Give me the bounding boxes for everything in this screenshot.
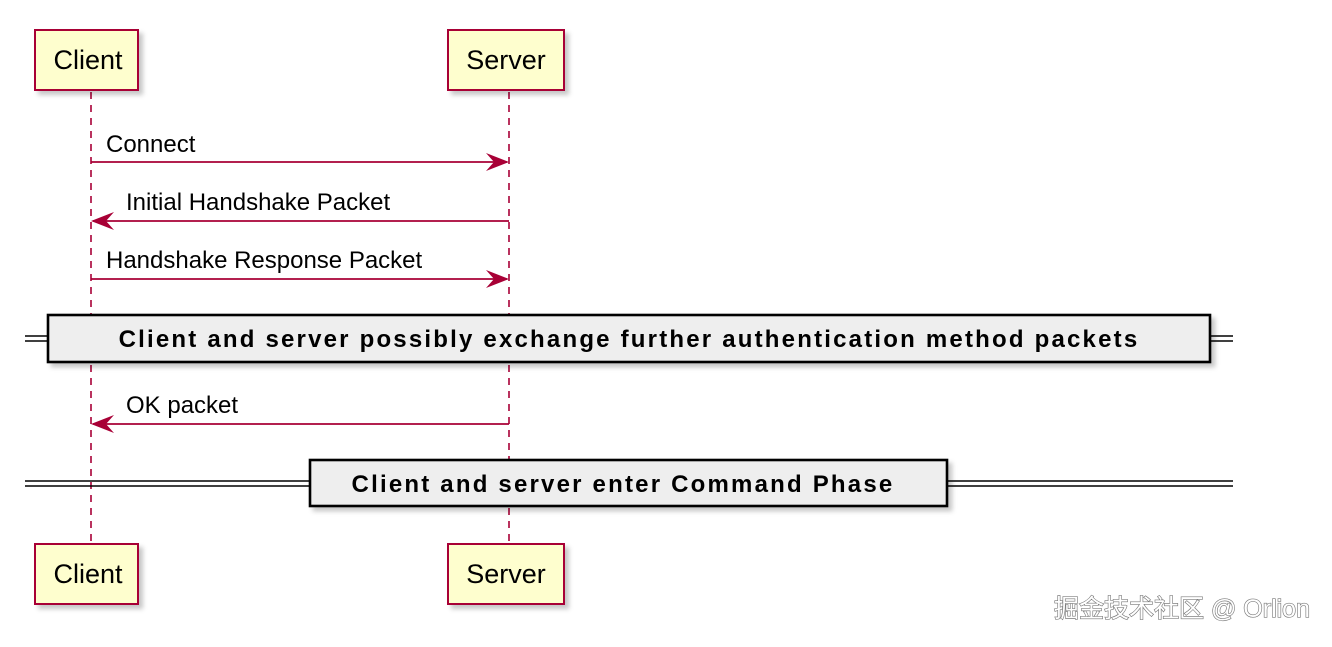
message-initial-handshake: Initial Handshake Packet <box>91 189 509 230</box>
participant-server-bottom: Server <box>447 543 565 605</box>
divider-command-phase: Client and server enter Command Phase <box>25 458 1233 508</box>
divider-command-label: Client and server enter Command Phase <box>352 471 895 498</box>
participant-server-top-label: Server <box>466 45 546 75</box>
participant-server-top: Server <box>447 29 565 91</box>
message-connect-arrowhead <box>486 153 509 171</box>
message-initial-handshake-arrowhead <box>91 212 114 230</box>
watermark-text: 掘金技术社区 @ Orlion <box>1054 595 1310 623</box>
message-handshake-response-arrowhead <box>486 270 509 288</box>
divider-authentication-exchange: Client and server possibly exchange furt… <box>25 313 1233 364</box>
message-ok-packet-arrowhead <box>91 415 114 433</box>
participant-client-bottom: Client <box>34 543 139 605</box>
message-handshake-response-label: Handshake Response Packet <box>106 247 423 274</box>
participant-client-bottom-label: Client <box>53 559 123 589</box>
participant-client-top: Client <box>34 29 139 91</box>
message-initial-handshake-label: Initial Handshake Packet <box>126 189 390 216</box>
participant-server-bottom-label: Server <box>466 559 546 589</box>
message-ok-packet-label: OK packet <box>126 392 238 419</box>
message-ok-packet: OK packet <box>91 392 509 433</box>
divider-authentication-label: Client and server possibly exchange furt… <box>119 326 1140 353</box>
message-connect: Connect <box>91 131 509 171</box>
message-handshake-response: Handshake Response Packet <box>91 247 509 288</box>
participant-client-top-label: Client <box>53 45 123 75</box>
message-connect-label: Connect <box>106 131 196 158</box>
